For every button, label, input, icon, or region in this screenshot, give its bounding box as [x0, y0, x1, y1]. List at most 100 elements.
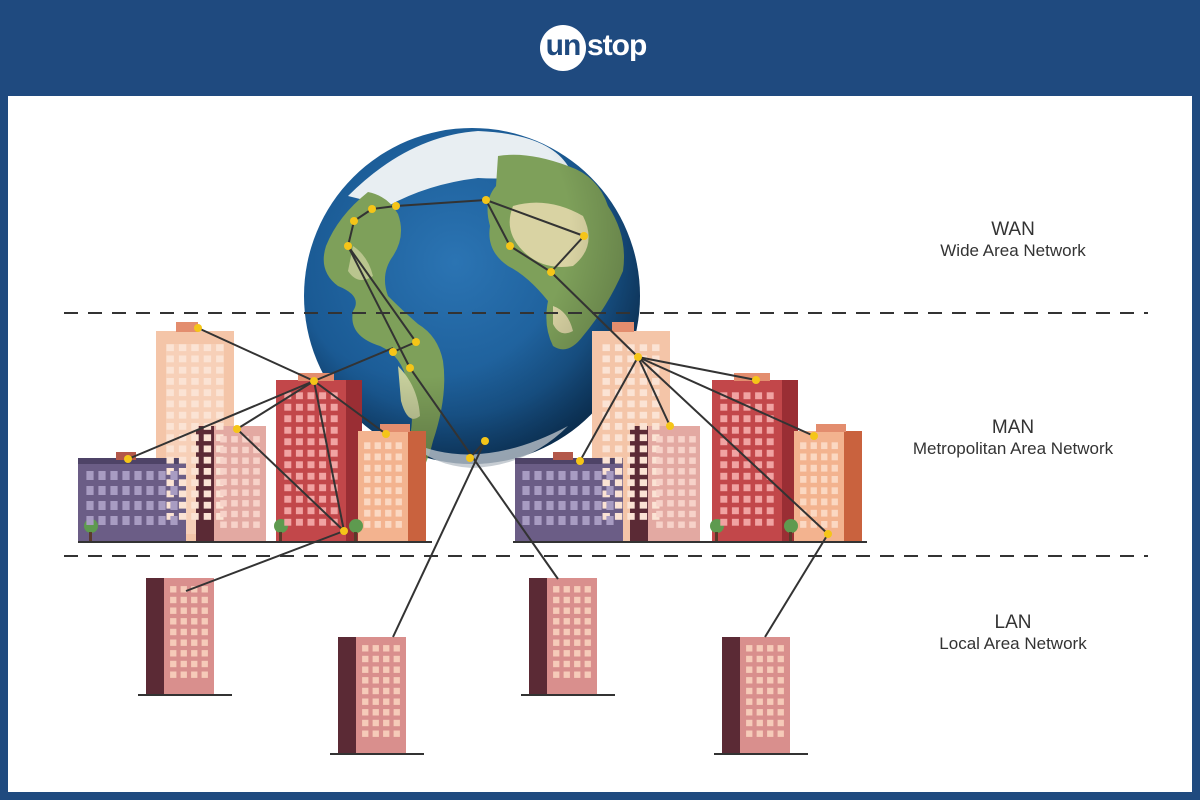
window	[627, 490, 635, 498]
window	[627, 468, 635, 475]
window	[627, 400, 635, 408]
window	[203, 366, 212, 374]
unstop-logo[interactable]: un stop	[540, 24, 647, 72]
window	[558, 486, 566, 495]
window	[319, 438, 327, 446]
window	[330, 484, 338, 492]
window	[134, 486, 142, 495]
window	[800, 487, 807, 495]
window	[253, 478, 260, 486]
window	[731, 415, 739, 423]
window	[362, 687, 369, 695]
window	[372, 655, 379, 663]
window	[614, 479, 623, 487]
window	[201, 671, 208, 678]
window	[767, 655, 774, 663]
window	[253, 521, 260, 528]
window	[574, 596, 581, 604]
window	[614, 378, 623, 385]
window	[170, 471, 178, 480]
window	[652, 389, 660, 397]
window	[766, 426, 774, 434]
window	[627, 501, 635, 509]
window	[393, 655, 400, 663]
window	[166, 400, 174, 408]
window	[284, 415, 292, 423]
network-link	[579, 356, 639, 462]
window	[253, 457, 260, 464]
window	[746, 730, 753, 737]
window	[720, 426, 728, 434]
window	[216, 490, 224, 498]
window	[372, 645, 379, 652]
window	[216, 378, 224, 385]
network-link	[347, 220, 355, 247]
window	[395, 498, 402, 506]
window	[731, 495, 739, 503]
window	[821, 509, 828, 517]
window	[134, 516, 142, 525]
window	[319, 415, 327, 423]
window	[639, 400, 648, 408]
network-node	[482, 196, 490, 204]
window	[553, 660, 560, 668]
window	[284, 518, 292, 526]
window	[191, 628, 198, 636]
window	[146, 471, 154, 480]
window	[166, 378, 174, 385]
window	[393, 730, 400, 737]
window	[652, 490, 660, 498]
window	[755, 507, 763, 515]
network-link	[637, 356, 829, 535]
window	[374, 464, 381, 472]
window	[395, 476, 402, 483]
window	[231, 500, 238, 507]
window	[777, 719, 784, 727]
window	[720, 518, 728, 526]
window	[307, 461, 315, 469]
window	[146, 486, 154, 495]
window	[777, 709, 784, 716]
window	[385, 476, 392, 483]
window	[284, 392, 292, 400]
window	[746, 666, 753, 673]
window	[731, 472, 739, 480]
window	[191, 378, 199, 385]
window	[203, 411, 212, 419]
window	[756, 730, 763, 737]
network-nodes	[124, 196, 832, 538]
window	[731, 518, 739, 526]
window	[220, 446, 227, 454]
window	[393, 687, 400, 695]
window	[170, 516, 178, 525]
window	[689, 457, 696, 464]
window	[821, 464, 828, 472]
window	[766, 392, 774, 400]
window	[178, 490, 187, 498]
window	[220, 521, 227, 528]
window	[627, 434, 635, 442]
network-link	[637, 356, 757, 381]
window	[522, 486, 530, 495]
window	[201, 650, 208, 657]
network-node	[350, 217, 358, 225]
window	[574, 607, 581, 614]
globe-icon	[304, 128, 640, 491]
window	[755, 484, 763, 492]
window	[584, 639, 591, 646]
window	[383, 677, 390, 684]
window	[667, 457, 674, 464]
window	[582, 501, 590, 510]
window	[831, 521, 838, 528]
window	[777, 655, 784, 663]
window	[216, 501, 224, 509]
network-node	[389, 348, 397, 356]
window	[319, 426, 327, 434]
window	[307, 403, 315, 411]
window	[364, 509, 371, 517]
window	[242, 500, 249, 507]
lan-building-2	[330, 637, 424, 755]
window	[689, 510, 696, 518]
window	[563, 650, 570, 657]
window	[242, 446, 249, 454]
